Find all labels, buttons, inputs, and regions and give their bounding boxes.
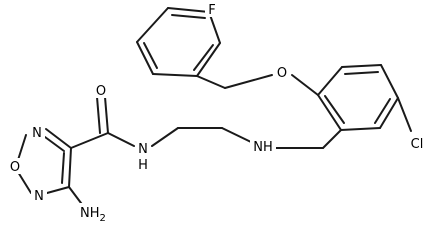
atom-label-ring-nitrogen-bottom: N (34, 189, 44, 204)
furazan-ring (17, 128, 72, 194)
molecule-structure-diagram: F O Cl NH N H O N O N NH2 (9, 3, 424, 224)
bond-c-o-double (104, 96, 109, 134)
fluorophenyl-ring (136, 7, 221, 77)
atom-label-amine-nh: NH (253, 140, 273, 155)
bond-n-carbonyl (107, 132, 135, 147)
atom-label-amino-group: NH2 (80, 206, 106, 224)
bond-o-aryl (291, 74, 319, 96)
bond-ring-ch2 (322, 129, 342, 149)
atom-label-ring-nitrogen-top: N (32, 126, 42, 141)
amino-subscript: 2 (100, 213, 106, 224)
atom-label-chlorine: Cl (411, 137, 424, 152)
atom-label-fluorine: F (208, 3, 215, 18)
bond-ch2-amide-n (151, 127, 179, 147)
bond-c-cl (397, 97, 412, 132)
chlorophenyl-ring (317, 64, 399, 131)
bond-c-o-double-2 (96, 96, 101, 134)
bond-ch2-benzyl (196, 75, 226, 89)
atom-label-amide-hydrogen: H (138, 158, 148, 173)
bond-ch2-o (224, 74, 273, 89)
atom-label-carbonyl-oxygen: O (96, 84, 106, 99)
atom-label-ring-oxygen: O (10, 160, 20, 175)
atom-label-ether-oxygen: O (277, 66, 287, 81)
bond-carbonyl-ring (70, 132, 109, 149)
bond-nh-ch2 (221, 127, 252, 143)
atom-label-amide-nitrogen: N (138, 142, 148, 157)
amino-nh: NH (80, 206, 100, 221)
